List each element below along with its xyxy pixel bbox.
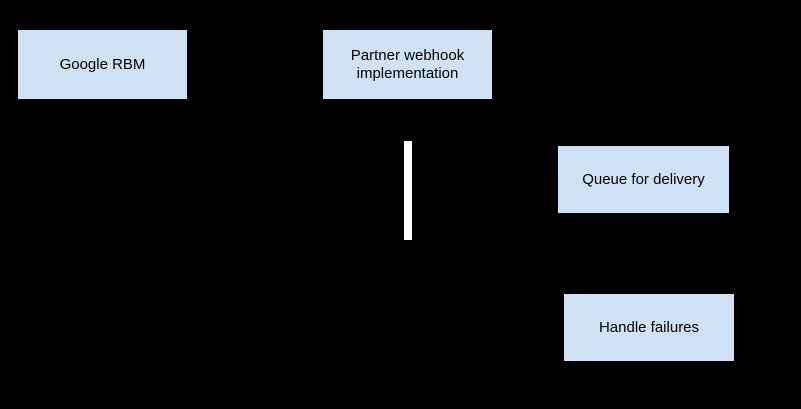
node-queue-for-delivery[interactable]: Queue for delivery <box>558 146 729 213</box>
node-google-rbm[interactable]: Google RBM <box>18 30 187 99</box>
node-queue-for-delivery-label: Queue for delivery <box>582 170 705 188</box>
node-google-rbm-label: Google RBM <box>59 55 146 73</box>
node-handle-failures[interactable]: Handle failures <box>564 294 734 361</box>
node-partner-webhook-implementation-label: Partner webhook implementation <box>350 46 465 82</box>
vertical-connector-bar <box>404 141 412 240</box>
node-partner-webhook-implementation[interactable]: Partner webhook implementation <box>323 30 492 99</box>
node-handle-failures-label: Handle failures <box>598 318 700 336</box>
